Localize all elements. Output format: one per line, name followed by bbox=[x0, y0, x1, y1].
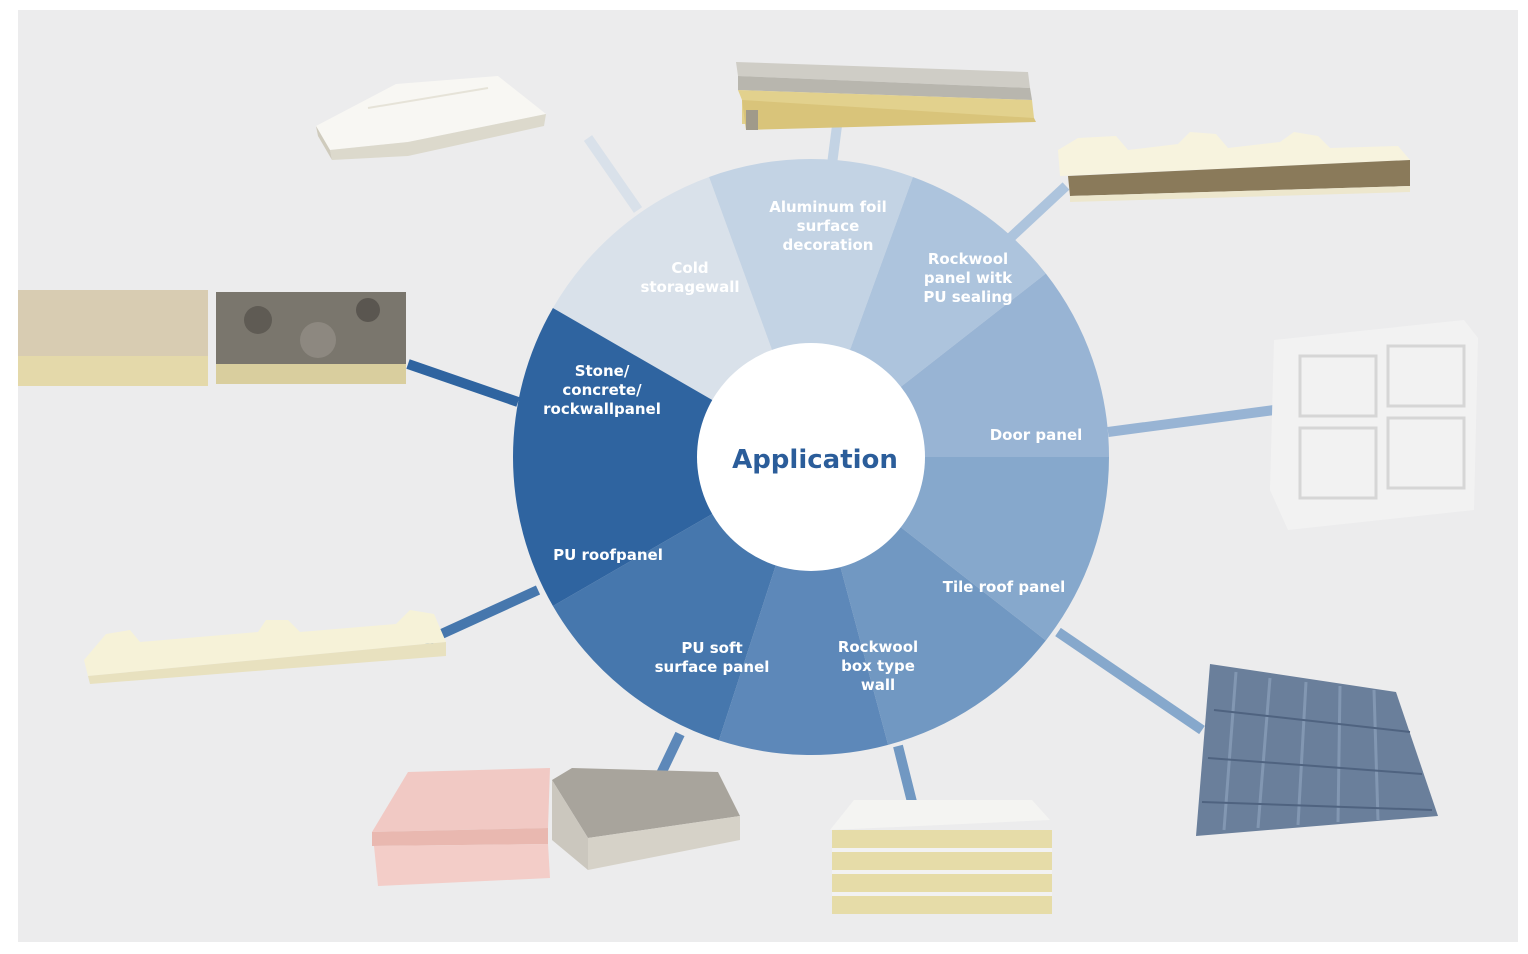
segment-aluminum-foil bbox=[709, 159, 913, 352]
segment-tile-roof-panel bbox=[899, 457, 1109, 641]
segment-rockwool-box-type-wall bbox=[839, 525, 1046, 745]
aluminum-foil-panel-image bbox=[736, 62, 1036, 130]
rockwool-box-wall-image bbox=[830, 800, 1052, 914]
connector-stone-concrete-rockwall-panel bbox=[406, 359, 520, 407]
label-line: panel witk bbox=[924, 269, 1013, 287]
connector-tile-roof-panel bbox=[1055, 627, 1205, 735]
label-line: Rockwool bbox=[838, 638, 918, 656]
wheel-segments bbox=[513, 159, 1109, 755]
connector-rockwool-pu-sealing bbox=[1004, 182, 1070, 244]
center-hub bbox=[697, 343, 925, 571]
label-line: Cold bbox=[671, 259, 708, 277]
connector-pu-roof-panel bbox=[421, 585, 541, 647]
label-line: Door panel bbox=[990, 426, 1083, 444]
label-line: wall bbox=[861, 676, 895, 694]
label-line: concrete/ bbox=[562, 381, 642, 399]
label-line: box type bbox=[841, 657, 915, 675]
label-line: storagewall bbox=[640, 278, 739, 296]
rockwool-pu-sealing-panel-image bbox=[1058, 132, 1410, 202]
label-pu-roof-panel: PU roofpanel bbox=[553, 546, 663, 564]
cold-storage-panel-image bbox=[316, 76, 546, 160]
tile-roof-panel-image bbox=[1196, 664, 1438, 836]
label-line: PU sealing bbox=[923, 288, 1012, 306]
stone-concrete-panel-image bbox=[18, 290, 406, 386]
segment-pu-soft-surface-panel bbox=[718, 563, 889, 755]
label-line: surface panel bbox=[655, 658, 770, 676]
label-line: decoration bbox=[783, 236, 874, 254]
connector-lines bbox=[406, 117, 1275, 812]
connector-cold-storage-wall bbox=[583, 135, 643, 213]
segment-rockwool-pu-sealing bbox=[849, 176, 1046, 389]
segment-stone-concrete-rockwall-panel bbox=[513, 308, 715, 606]
center-label: Application bbox=[732, 445, 898, 475]
connector-rockwool-box-type-wall bbox=[893, 744, 919, 812]
label-line: Rockwool bbox=[928, 250, 1008, 268]
label-line: surface bbox=[797, 217, 860, 235]
label-line: PU roofpanel bbox=[553, 546, 663, 564]
label-door-panel: Door panel bbox=[990, 426, 1083, 444]
label-line: Stone/ bbox=[575, 362, 630, 380]
label-line: Tile roof panel bbox=[943, 578, 1066, 596]
label-line: PU soft bbox=[681, 639, 742, 657]
label-line: rockwallpanel bbox=[543, 400, 661, 418]
pu-roof-panel-image bbox=[84, 610, 446, 684]
label-line: Aluminum foil bbox=[769, 198, 887, 216]
segment-cold-storage-wall bbox=[552, 176, 773, 401]
segment-pu-roof-panel bbox=[552, 513, 777, 741]
label-stone-concrete-rockwall-panel: Stone/concrete/rockwallpanel bbox=[543, 362, 661, 418]
door-panel-image bbox=[1270, 320, 1478, 530]
label-tile-roof-panel: Tile roof panel bbox=[943, 578, 1066, 596]
pu-soft-surface-panel-image bbox=[372, 768, 740, 886]
connector-door-panel bbox=[1107, 405, 1275, 437]
segment-door-panel bbox=[899, 273, 1109, 457]
